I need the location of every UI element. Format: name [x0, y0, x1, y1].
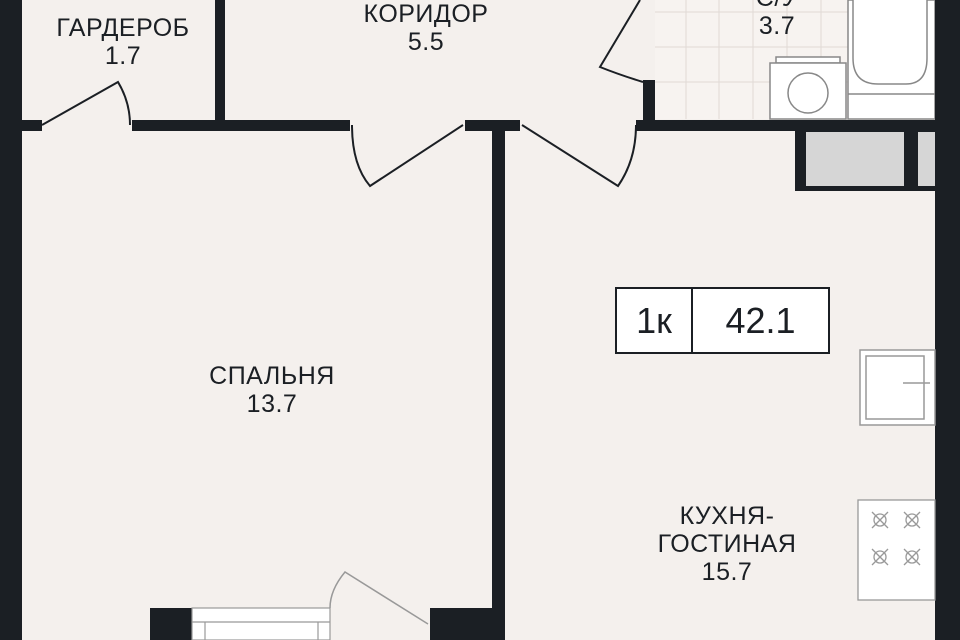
room-name: КУХНЯ-: [679, 502, 775, 530]
bathtub-icon: [847, 0, 936, 120]
wardrobe-door-icon: [41, 80, 131, 126]
stove-icon: [857, 499, 936, 601]
washing-machine-icon: [769, 56, 847, 120]
room-area: 1.7: [104, 42, 142, 70]
doors: [41, 0, 644, 625]
entrance-door-icon: [329, 571, 429, 625]
room-area: 15.7: [701, 558, 753, 586]
room-bathroom: С/У 3.7: [756, 0, 798, 40]
window: [191, 607, 331, 640]
total-area: 42.1: [725, 299, 796, 341]
room-area: 13.7: [246, 390, 298, 418]
room-name: С/У: [756, 0, 798, 12]
room-name: КОРИДОР: [363, 0, 489, 28]
bathroom-door-icon: [598, 0, 644, 83]
room-name: ГАРДЕРОБ: [56, 14, 190, 42]
room-name: СПАЛЬНЯ: [209, 362, 335, 390]
corridor-door-icon: [351, 124, 464, 188]
ventilation-shaft: [806, 132, 935, 186]
room-area: 5.5: [407, 28, 445, 56]
room-name-line2: ГОСТИНАЯ: [657, 530, 797, 558]
room-count: 1к: [617, 289, 693, 352]
room-wardrobe: ГАРДЕРОБ 1.7: [56, 14, 189, 70]
kitchen-door-icon: [521, 124, 637, 188]
sink-icon: [859, 349, 936, 426]
room-bedroom: СПАЛЬНЯ 13.7: [209, 362, 335, 418]
room-kitchen: КУХНЯ- ГОСТИНАЯ 15.7: [658, 502, 797, 586]
apartment-badge: 1к 42.1: [615, 287, 830, 354]
room-corridor: КОРИДОР 5.5: [364, 0, 489, 56]
room-area: 3.7: [758, 12, 796, 40]
